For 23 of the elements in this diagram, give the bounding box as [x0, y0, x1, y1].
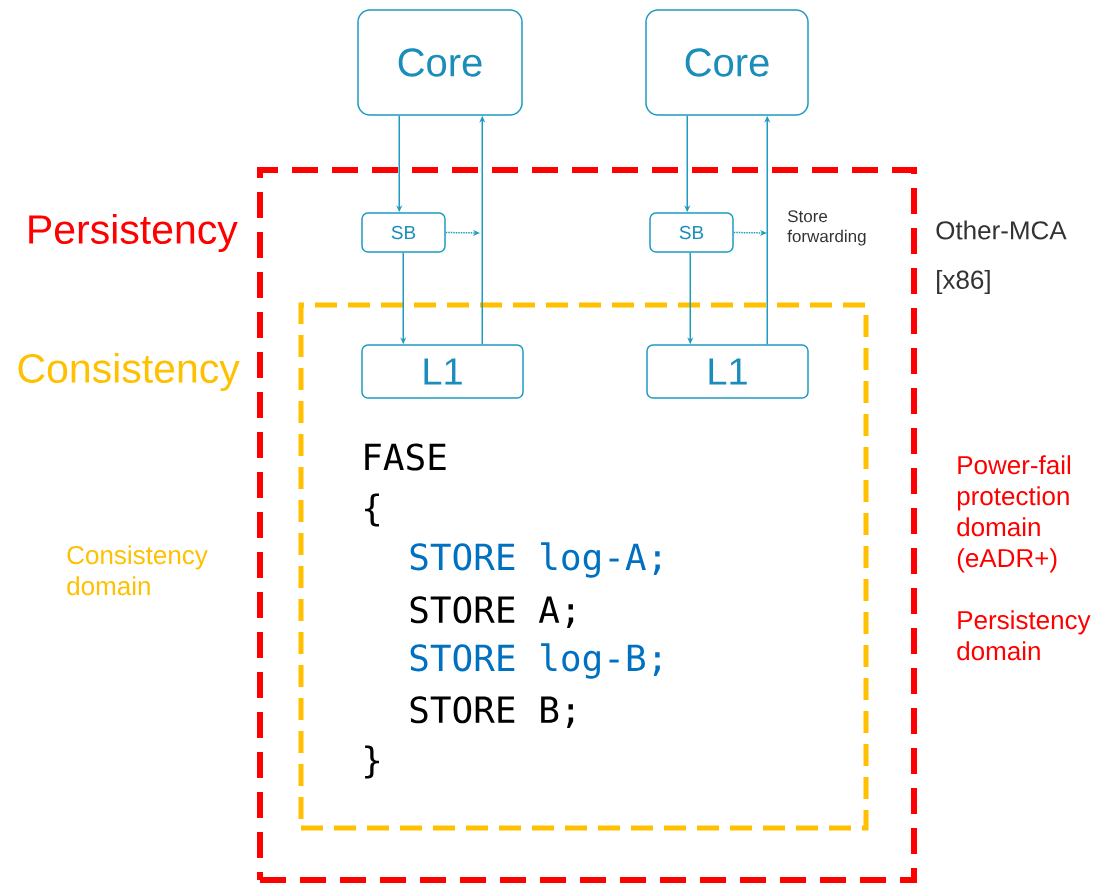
domain-heading: Consistency	[18, 352, 240, 392]
text-label: [x86]	[937, 269, 990, 295]
domain-label: Persistency domain	[957, 610, 1091, 661]
cache-box: L1	[646, 344, 809, 399]
code-line: STORE log-B;	[410, 643, 660, 679]
domain-label: Consistency domain	[67, 545, 208, 596]
code-line: FASE	[365, 443, 446, 471]
buffer-box: SB	[649, 212, 734, 253]
code-line: STORE log-A;	[410, 542, 660, 578]
code-line: {	[365, 493, 379, 527]
domain-heading: Persistency	[29, 213, 238, 253]
cache-box: L1	[361, 344, 524, 399]
domain-label: Power-fail protection domain (eADR+)	[957, 455, 1071, 573]
arrow	[445, 229, 480, 236]
core-box: Core	[357, 9, 523, 116]
code-line: }	[365, 745, 379, 779]
buffer-box: SB	[361, 212, 446, 253]
code-line: STORE A;	[410, 596, 574, 628]
text-label: Other-MCA	[936, 220, 1067, 240]
core-box: Core	[645, 9, 809, 116]
code-line: STORE B;	[410, 696, 574, 728]
text-label: Store forwarding	[787, 210, 866, 246]
arrow	[733, 229, 767, 236]
